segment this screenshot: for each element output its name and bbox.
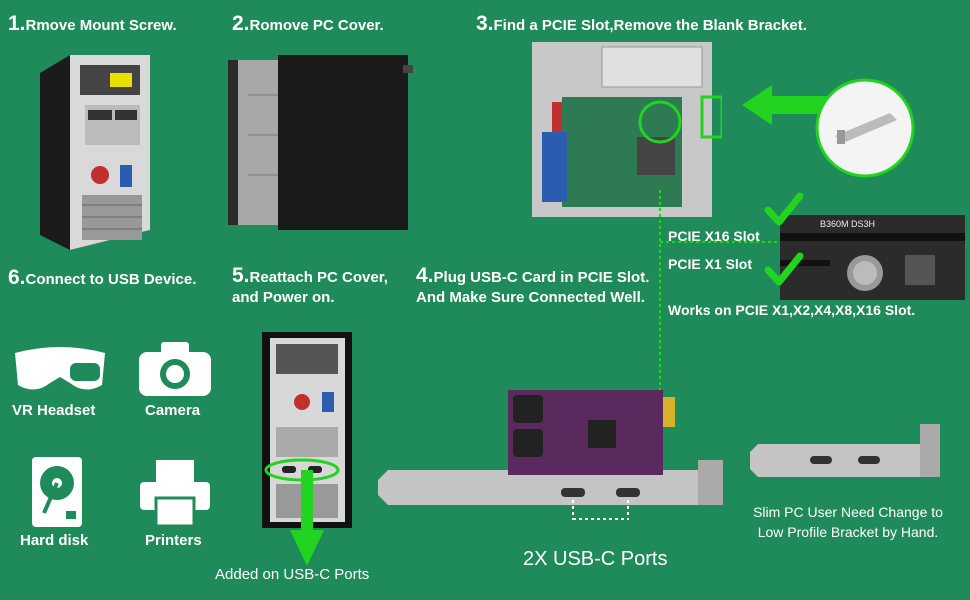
step-3-label: 3.Find a PCIE Slot,Remove the Blank Brac… [476, 12, 807, 35]
device-label-hard-disk: Hard disk [20, 532, 89, 549]
usb-c-card-image [378, 390, 723, 520]
down-arrow-icon [290, 470, 324, 566]
camera-icon [139, 342, 211, 396]
device-label-camera: Camera [145, 402, 201, 419]
pc-tower-rear-image [40, 55, 150, 250]
step-6-label: 6.Connect to USB Device. [8, 266, 197, 289]
step-1-label: 1.Rmove Mount Screw. [8, 12, 177, 35]
hard-disk-icon [32, 457, 82, 527]
remove-arrow-icon [742, 85, 832, 125]
vr-headset-icon [15, 347, 105, 390]
usb-c-ports-label: 2X USB-C Ports [523, 548, 668, 570]
step-2-label: 2.Romove PC Cover. [232, 12, 384, 35]
device-label-printers: Printers [145, 532, 202, 549]
pcie-x16-label: PCIE X16 Slot [668, 228, 760, 244]
open-pc-image [532, 42, 722, 217]
check-icon-x16 [764, 192, 804, 226]
step-5-label: 5.Reattach PC Cover,and Power on. [232, 264, 388, 306]
check-icon-x1 [764, 252, 804, 286]
board-model-text: B360M DS3H [820, 219, 875, 229]
blank-bracket-image [815, 78, 915, 178]
dotted-connector [659, 190, 800, 410]
motherboard-slots-image: B360M DS3H [780, 215, 965, 300]
step-4-label: 4.Plug USB-C Card in PCIE Slot.And Make … [416, 264, 650, 306]
printer-icon [140, 460, 210, 528]
pc-cover-image [228, 55, 413, 230]
added-ports-label: Added on USB-C Ports [215, 566, 370, 583]
device-label-vr: VR Headset [12, 402, 96, 419]
pcie-x1-label: PCIE X1 Slot [668, 256, 753, 272]
works-on-label: Works on PCIE X1,X2,X4,X8,X16 Slot. [668, 302, 916, 318]
low-profile-bracket-image [750, 424, 940, 477]
